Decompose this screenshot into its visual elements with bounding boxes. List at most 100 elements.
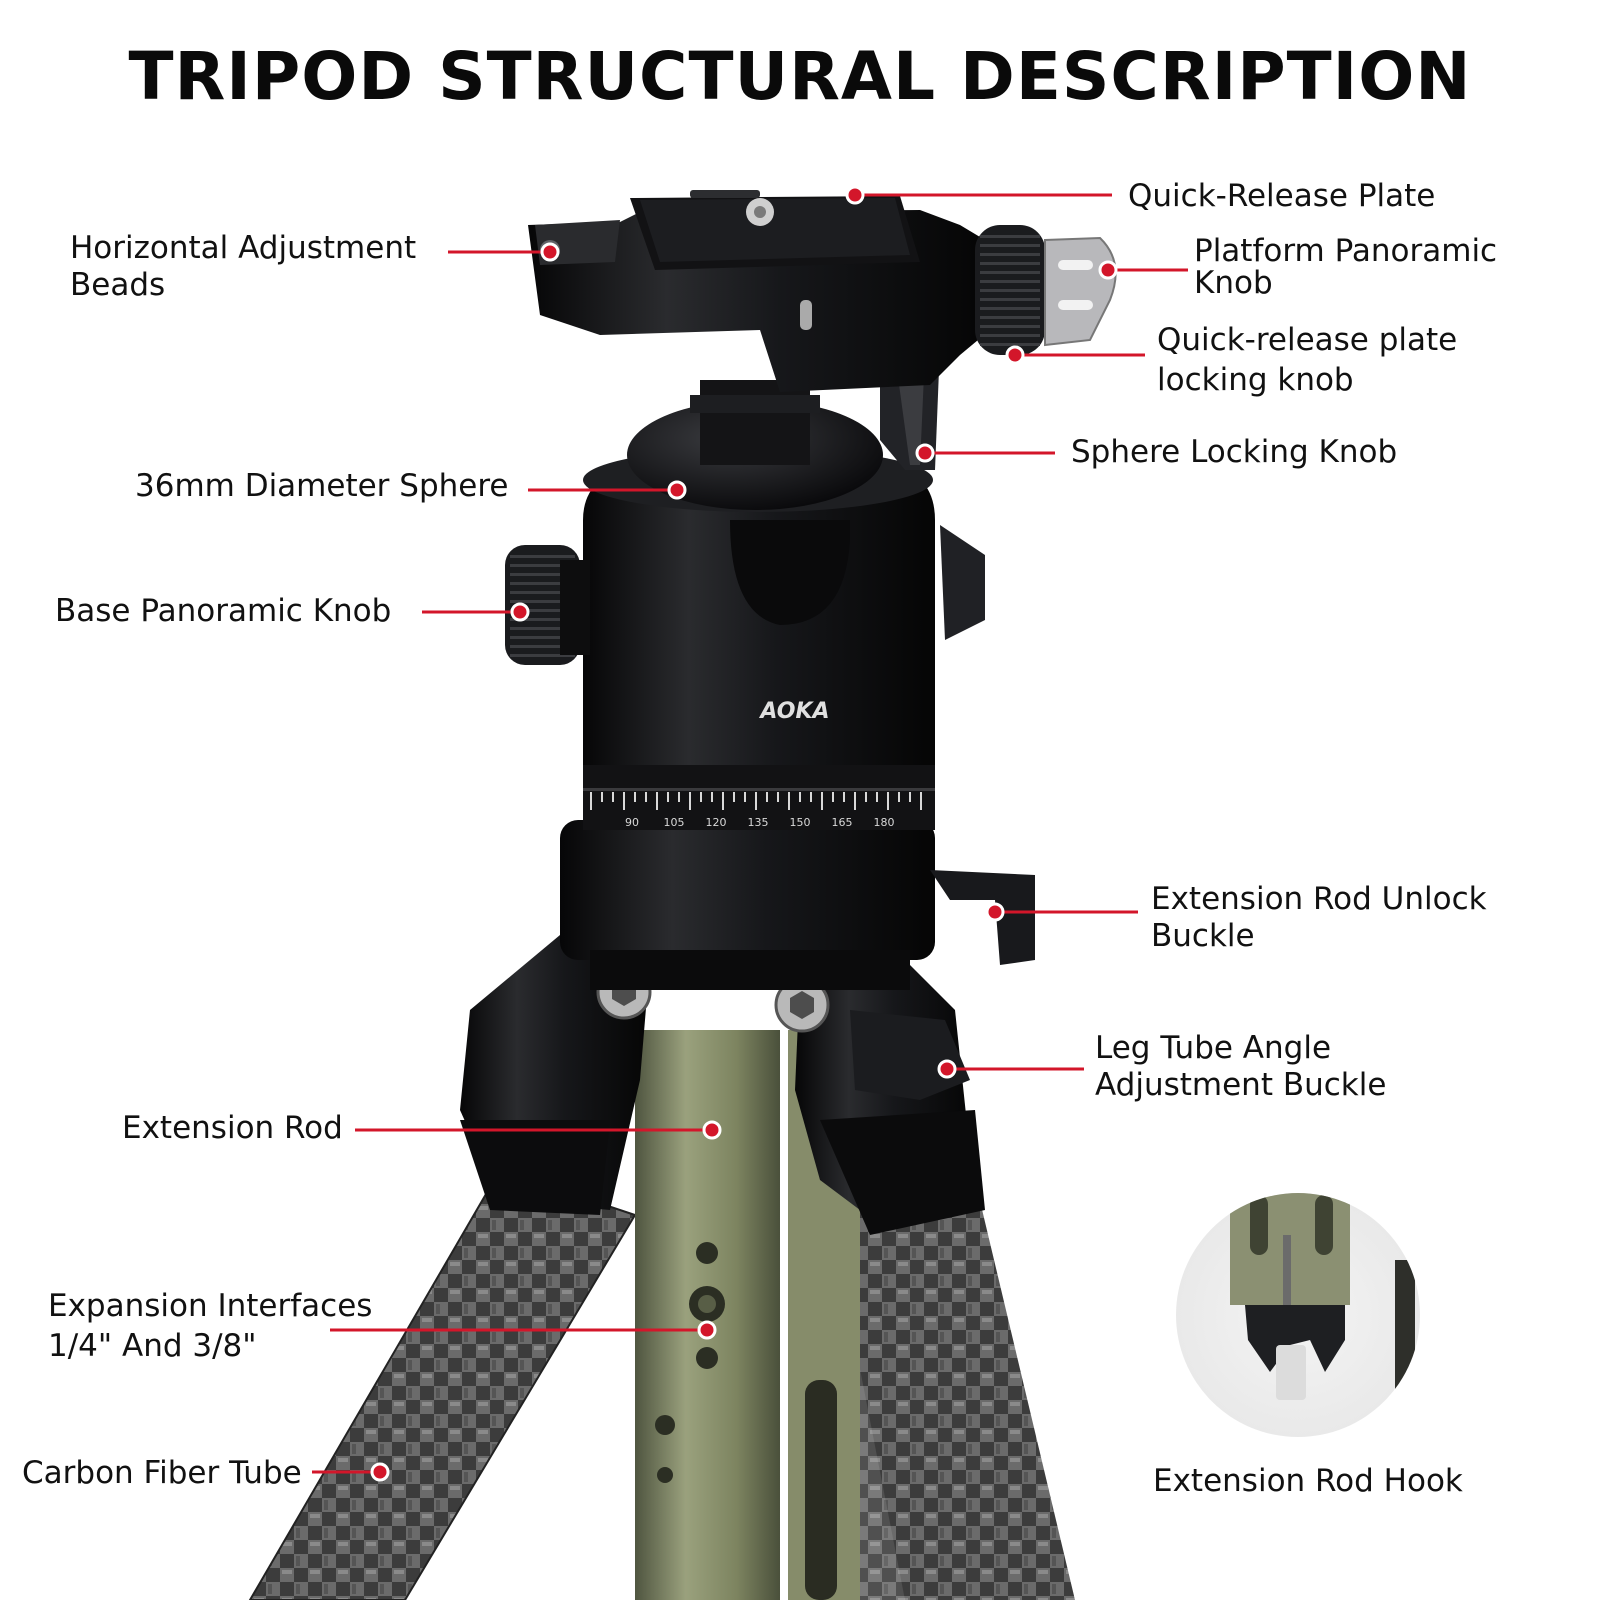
label-base-panoramic-knob: Base Panoramic Knob <box>55 593 392 629</box>
scale-ticks <box>590 792 922 810</box>
knob-ridge <box>510 618 575 621</box>
inset-hook-image <box>1176 1193 1420 1437</box>
scale-tick <box>722 792 724 810</box>
scale-tick <box>821 792 823 810</box>
scale-labels: 90 105 120 135 150 165 180 <box>625 816 895 829</box>
knob-ridge <box>980 343 1040 346</box>
scale-label: 120 <box>706 816 727 829</box>
knob-ridge <box>510 645 575 648</box>
callout-dot-extension-rod-unlock-buckle <box>985 902 1005 922</box>
knob-ridge <box>510 564 575 567</box>
scale-tick <box>887 792 889 810</box>
label-expansion-interfaces: Expansion Interfaces 1/4" And 3/8" <box>48 1288 373 1364</box>
callout-dot-qr-plate-locking-knob <box>1005 345 1025 365</box>
knob-ridge <box>980 289 1040 292</box>
callout-dot-carbon-fiber-tube <box>370 1462 390 1482</box>
callout-dot-expansion-interfaces <box>697 1320 717 1340</box>
brand-logo-aoka: AOKA <box>758 699 829 724</box>
scale-tick <box>667 792 669 802</box>
qr-clamp <box>528 190 990 392</box>
panning-scale-ring: 90 105 120 135 150 165 180 <box>583 760 935 830</box>
knob-ridge <box>980 253 1040 256</box>
scale-tick <box>799 792 801 802</box>
scale-tick <box>777 792 779 802</box>
label-leg-tube-angle-buckle: Leg Tube Angle Adjustment Buckle <box>1095 1030 1387 1103</box>
platform-panoramic-lever <box>1044 236 1117 347</box>
page-title: TRIPOD STRUCTURAL DESCRIPTION <box>128 38 1472 115</box>
knob-ridge <box>510 591 575 594</box>
scale-tick <box>623 792 625 810</box>
callout-dot-extension-rod <box>702 1120 722 1140</box>
knob-ridge <box>510 600 575 603</box>
label-carbon-fiber-tube: Carbon Fiber Tube <box>22 1455 302 1491</box>
qr-locking-knob <box>975 225 1045 355</box>
ball-sphere <box>627 380 883 510</box>
knob-ridge <box>510 555 575 558</box>
label-sphere-locking-knob: Sphere Locking Knob <box>1071 434 1398 470</box>
scale-label: 165 <box>832 816 853 829</box>
knob-ridge <box>510 573 575 576</box>
knob-ridge <box>980 244 1040 247</box>
scale-tick <box>898 792 900 802</box>
scale-tick <box>700 792 702 802</box>
callout-dot-leg-tube-angle-buckle <box>937 1059 957 1079</box>
label-diameter-sphere: 36mm Diameter Sphere <box>135 468 509 504</box>
callout-dot-platform-panoramic-knob <box>1098 260 1118 280</box>
scale-tick <box>733 792 735 802</box>
knob-ridge <box>980 307 1040 310</box>
scale-tick <box>634 792 636 802</box>
base-panoramic-knob <box>505 545 590 665</box>
scale-tick <box>744 792 746 802</box>
scale-tick <box>810 792 812 802</box>
label-extension-rod: Extension Rod <box>122 1110 343 1146</box>
scale-tick <box>832 792 834 802</box>
knob-ridge <box>510 609 575 612</box>
scale-tick <box>920 792 922 810</box>
scale-label: 105 <box>664 816 685 829</box>
scale-tick <box>612 792 614 802</box>
label-horizontal-adjustment-beads: Horizontal Adjustment Beads <box>70 230 417 303</box>
callout-lines <box>312 185 1188 1482</box>
scale-label: 180 <box>874 816 895 829</box>
scale-tick <box>645 792 647 802</box>
knob-ridge <box>980 280 1040 283</box>
scale-tick <box>755 792 757 810</box>
knob-ridge <box>980 316 1040 319</box>
knob-ridge <box>980 262 1040 265</box>
scale-label: 90 <box>625 816 639 829</box>
callout-dot-horizontal-adjustment-beads <box>540 242 560 262</box>
scale-tick <box>766 792 768 802</box>
scale-tick <box>711 792 713 802</box>
knob-ridge <box>510 627 575 630</box>
knob-ridge <box>510 654 575 657</box>
label-qr-plate-locking-knob: Quick-release plate locking knob <box>1157 322 1458 398</box>
knob-ridge <box>980 235 1040 238</box>
scale-tick <box>909 792 911 802</box>
callout-dot-base-panoramic-knob <box>510 602 530 622</box>
scale-tick <box>678 792 680 802</box>
callout-dot-sphere-locking-knob <box>915 443 935 463</box>
knob-ridge <box>980 298 1040 301</box>
knob-ridge <box>980 271 1040 274</box>
scale-tick <box>689 792 691 810</box>
leg-joint-right <box>795 955 985 1235</box>
scale-tick <box>788 792 790 810</box>
scale-tick <box>876 792 878 802</box>
scale-tick <box>865 792 867 802</box>
label-platform-panoramic-knob: Platform Panoramic Knob <box>1194 233 1498 301</box>
knob-ridge <box>510 636 575 639</box>
scale-label: 150 <box>790 816 811 829</box>
scale-label: 135 <box>748 816 769 829</box>
scale-tick <box>854 792 856 810</box>
label-quick-release-plate: Quick-Release Plate <box>1128 178 1436 214</box>
callout-dot-diameter-sphere <box>667 480 687 500</box>
label-extension-rod-hook: Extension Rod Hook <box>1153 1463 1463 1499</box>
knob-ridge <box>510 582 575 585</box>
callout-dot-quick-release-plate <box>845 185 865 205</box>
label-extension-rod-unlock-buckle: Extension Rod Unlock Buckle <box>1151 881 1487 954</box>
hex-screw-right <box>774 977 830 1033</box>
scale-tick <box>590 792 592 810</box>
scale-tick <box>656 792 658 810</box>
